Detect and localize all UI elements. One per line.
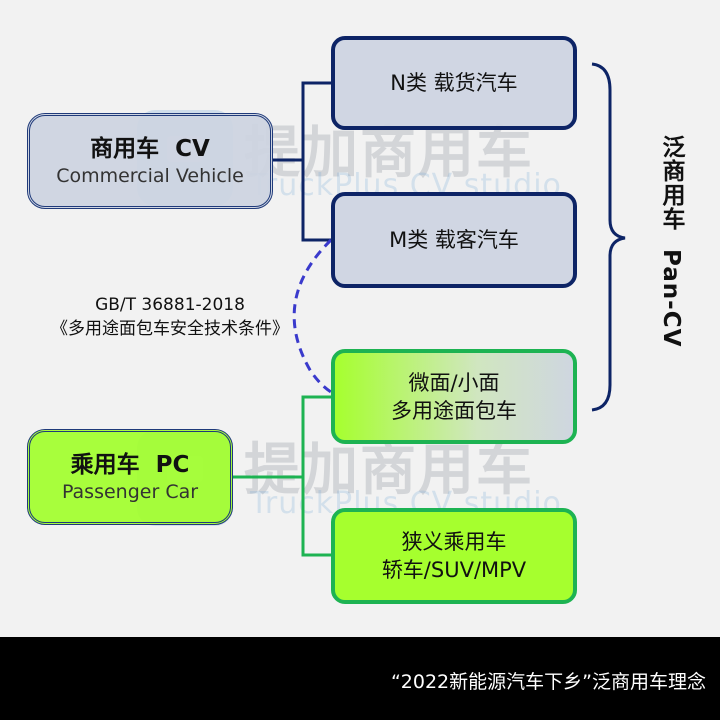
passenger-car-box: 乘用车 PC Passenger Car xyxy=(27,429,233,525)
standard-name: 《多用途面包车安全技术条件》 xyxy=(51,319,289,339)
watermark-title-bottom: 提加商用车 xyxy=(244,438,534,503)
n-class-box: N类 载货汽车 xyxy=(331,36,577,130)
m-class-label: M类 载客汽车 xyxy=(389,228,519,252)
minivan-label-line1: 微面/小面 xyxy=(408,370,500,395)
footer-bar: “2022新能源汽车下乡”泛商用车理念 xyxy=(0,637,720,720)
narrow-passenger-label-line1: 狭义乘用车 xyxy=(401,530,507,554)
passenger-car-title: 乘用车 PC xyxy=(70,452,190,478)
standard-code: GB/T 36881-2018 xyxy=(95,295,245,315)
n-class-label: N类 载货汽车 xyxy=(390,71,518,95)
commercial-vehicle-box: 商用车 CV Commercial Vehicle xyxy=(27,113,273,209)
pan-cv-label: 泛商用车 Pan-CV xyxy=(658,135,684,348)
narrow-passenger-box: 狭义乘用车 轿车/SUV/MPV xyxy=(331,508,577,604)
commercial-vehicle-title: 商用车 CV xyxy=(90,136,210,162)
pan-cv-brace xyxy=(591,62,626,412)
minivan-label-line2: 多用途面包车 xyxy=(391,398,517,423)
narrow-passenger-label-line2: 轿车/SUV/MPV xyxy=(381,558,527,582)
passenger-car-subtitle: Passenger Car xyxy=(61,481,199,503)
footer-caption: “2022新能源汽车下乡”泛商用车理念 xyxy=(390,671,706,693)
m-class-box: M类 载客汽车 xyxy=(331,192,577,288)
commercial-vehicle-subtitle: Commercial Vehicle xyxy=(56,165,244,187)
minivan-box: 微面/小面 多用途面包车 xyxy=(331,349,577,444)
watermark-title-top: 提加商用车 xyxy=(244,121,534,186)
